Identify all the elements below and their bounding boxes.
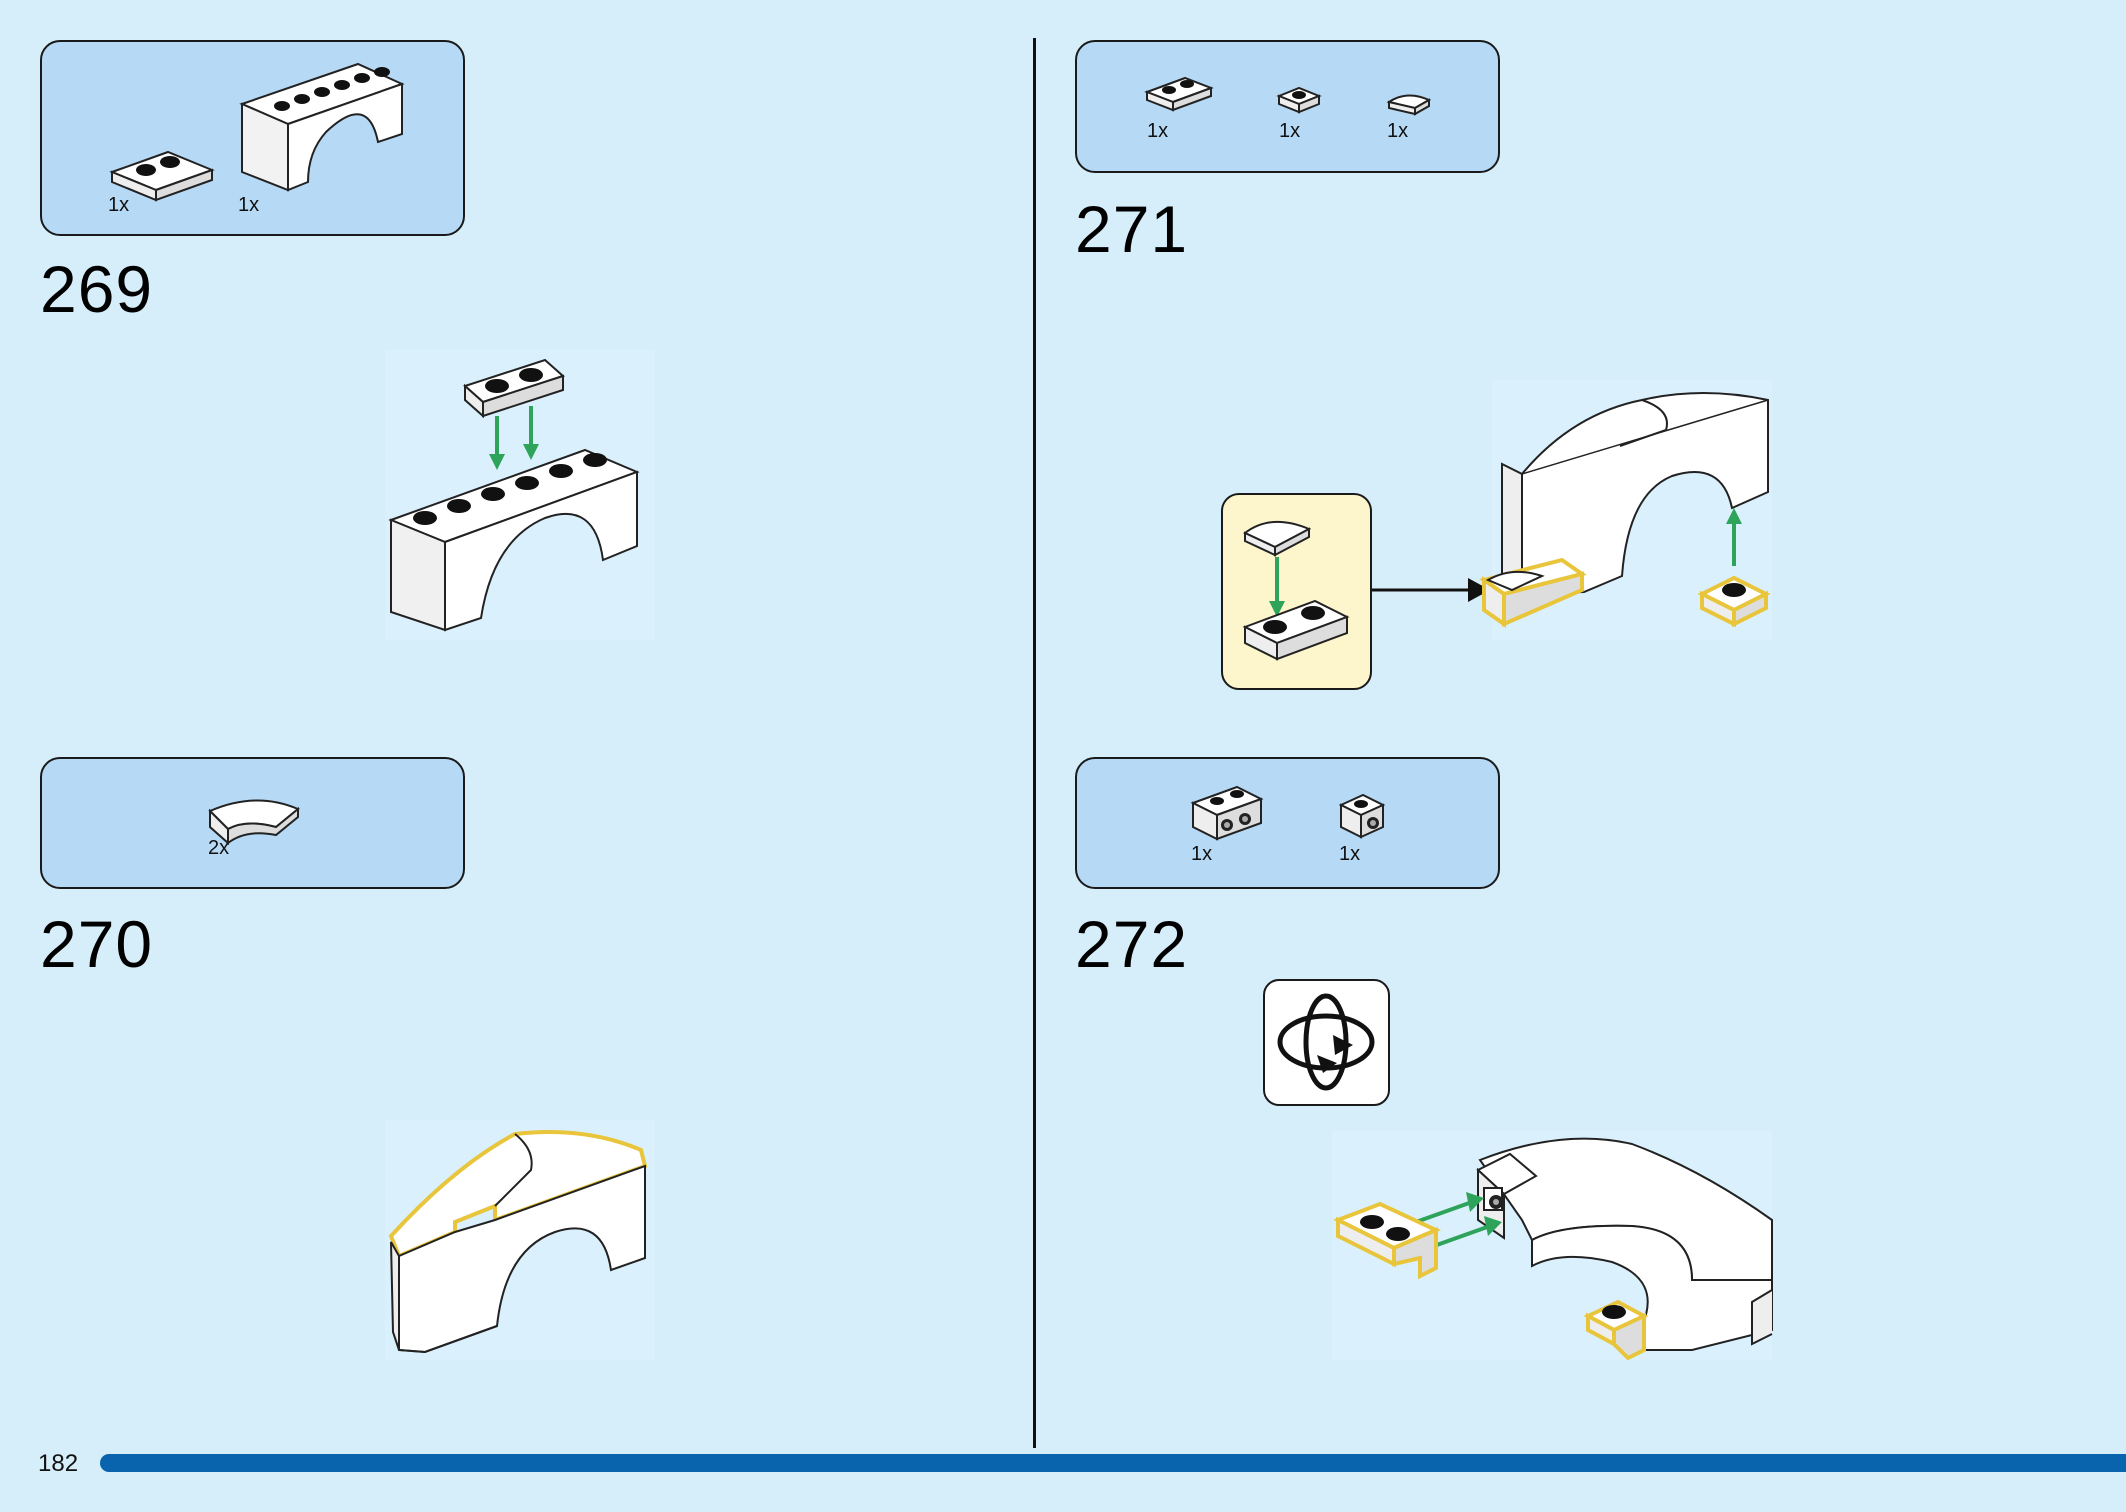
step-number: 272 [1075,907,1189,981]
part-qty: 1x [108,194,130,216]
page-number: 182 [38,1450,79,1477]
part-qty: 1x [238,194,260,216]
step-272-parts-box: 1x 1x [1075,757,1500,889]
rotate-model-icon [1277,993,1375,1091]
step-270-assembly-illustration [385,1120,655,1360]
subassembly-callout [1221,493,1372,690]
step-number: 269 [40,252,154,326]
bracket-plate-1x1-icon [1338,793,1386,839]
plate-1x1-icon [1276,86,1322,114]
step-270-parts-box: 2x [40,757,465,889]
progress-bar [100,1454,2126,1472]
quarter-round-tile-icon [1386,94,1432,116]
step-271-assembly-illustration [1372,380,1772,640]
subassembly-illustration [1242,520,1350,661]
page-divider [1033,38,1036,1448]
rotate-model-callout [1263,979,1390,1106]
step-269-parts-box: 1x 1x [40,40,465,236]
step-271-parts-box: 1x 1x 1x [1075,40,1500,173]
part-qty: 1x [1279,120,1301,142]
curved-slope-icon [208,799,300,846]
part-qty: 1x [1147,120,1169,142]
step-number: 270 [40,907,154,981]
part-qty: 1x [1339,843,1361,865]
step-272-assembly-illustration [1332,1130,1773,1361]
part-qty: 1x [1387,120,1409,142]
step-269-assembly-illustration [385,350,655,640]
plate-1x2-icon [109,150,215,202]
step-number: 271 [1075,192,1189,266]
plate-1x2-icon [1144,76,1214,112]
part-qty: 1x [1191,843,1213,865]
arch-brick-1x6-icon [239,62,405,192]
bracket-plate-1x2-icon [1190,785,1264,841]
part-qty: 2x [208,837,230,859]
